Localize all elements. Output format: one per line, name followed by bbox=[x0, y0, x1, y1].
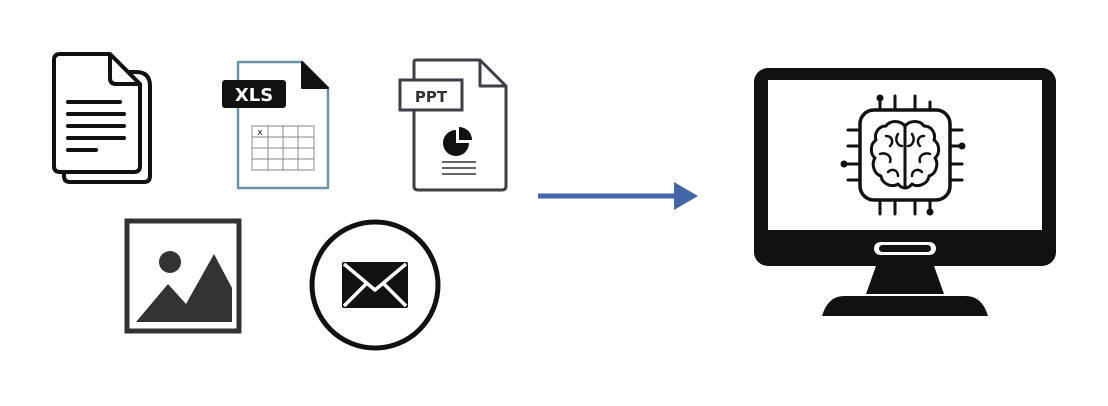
xls-cell-mark: x bbox=[257, 128, 263, 138]
image-icon bbox=[124, 218, 242, 334]
ppt-file-icon: PPT bbox=[398, 58, 508, 192]
ai-monitor-icon bbox=[754, 68, 1056, 316]
brain-chip-icon bbox=[840, 94, 966, 216]
document-icon bbox=[52, 52, 152, 184]
xls-file-icon: XLS x bbox=[222, 60, 330, 190]
pie-chart-icon bbox=[443, 127, 472, 156]
xls-badge-label: XLS bbox=[235, 85, 273, 106]
ppt-badge-label: PPT bbox=[415, 88, 448, 106]
flow-arrow bbox=[538, 182, 698, 210]
ppt-badge bbox=[398, 78, 464, 112]
xls-badge bbox=[222, 80, 286, 108]
mail-icon bbox=[309, 219, 441, 351]
